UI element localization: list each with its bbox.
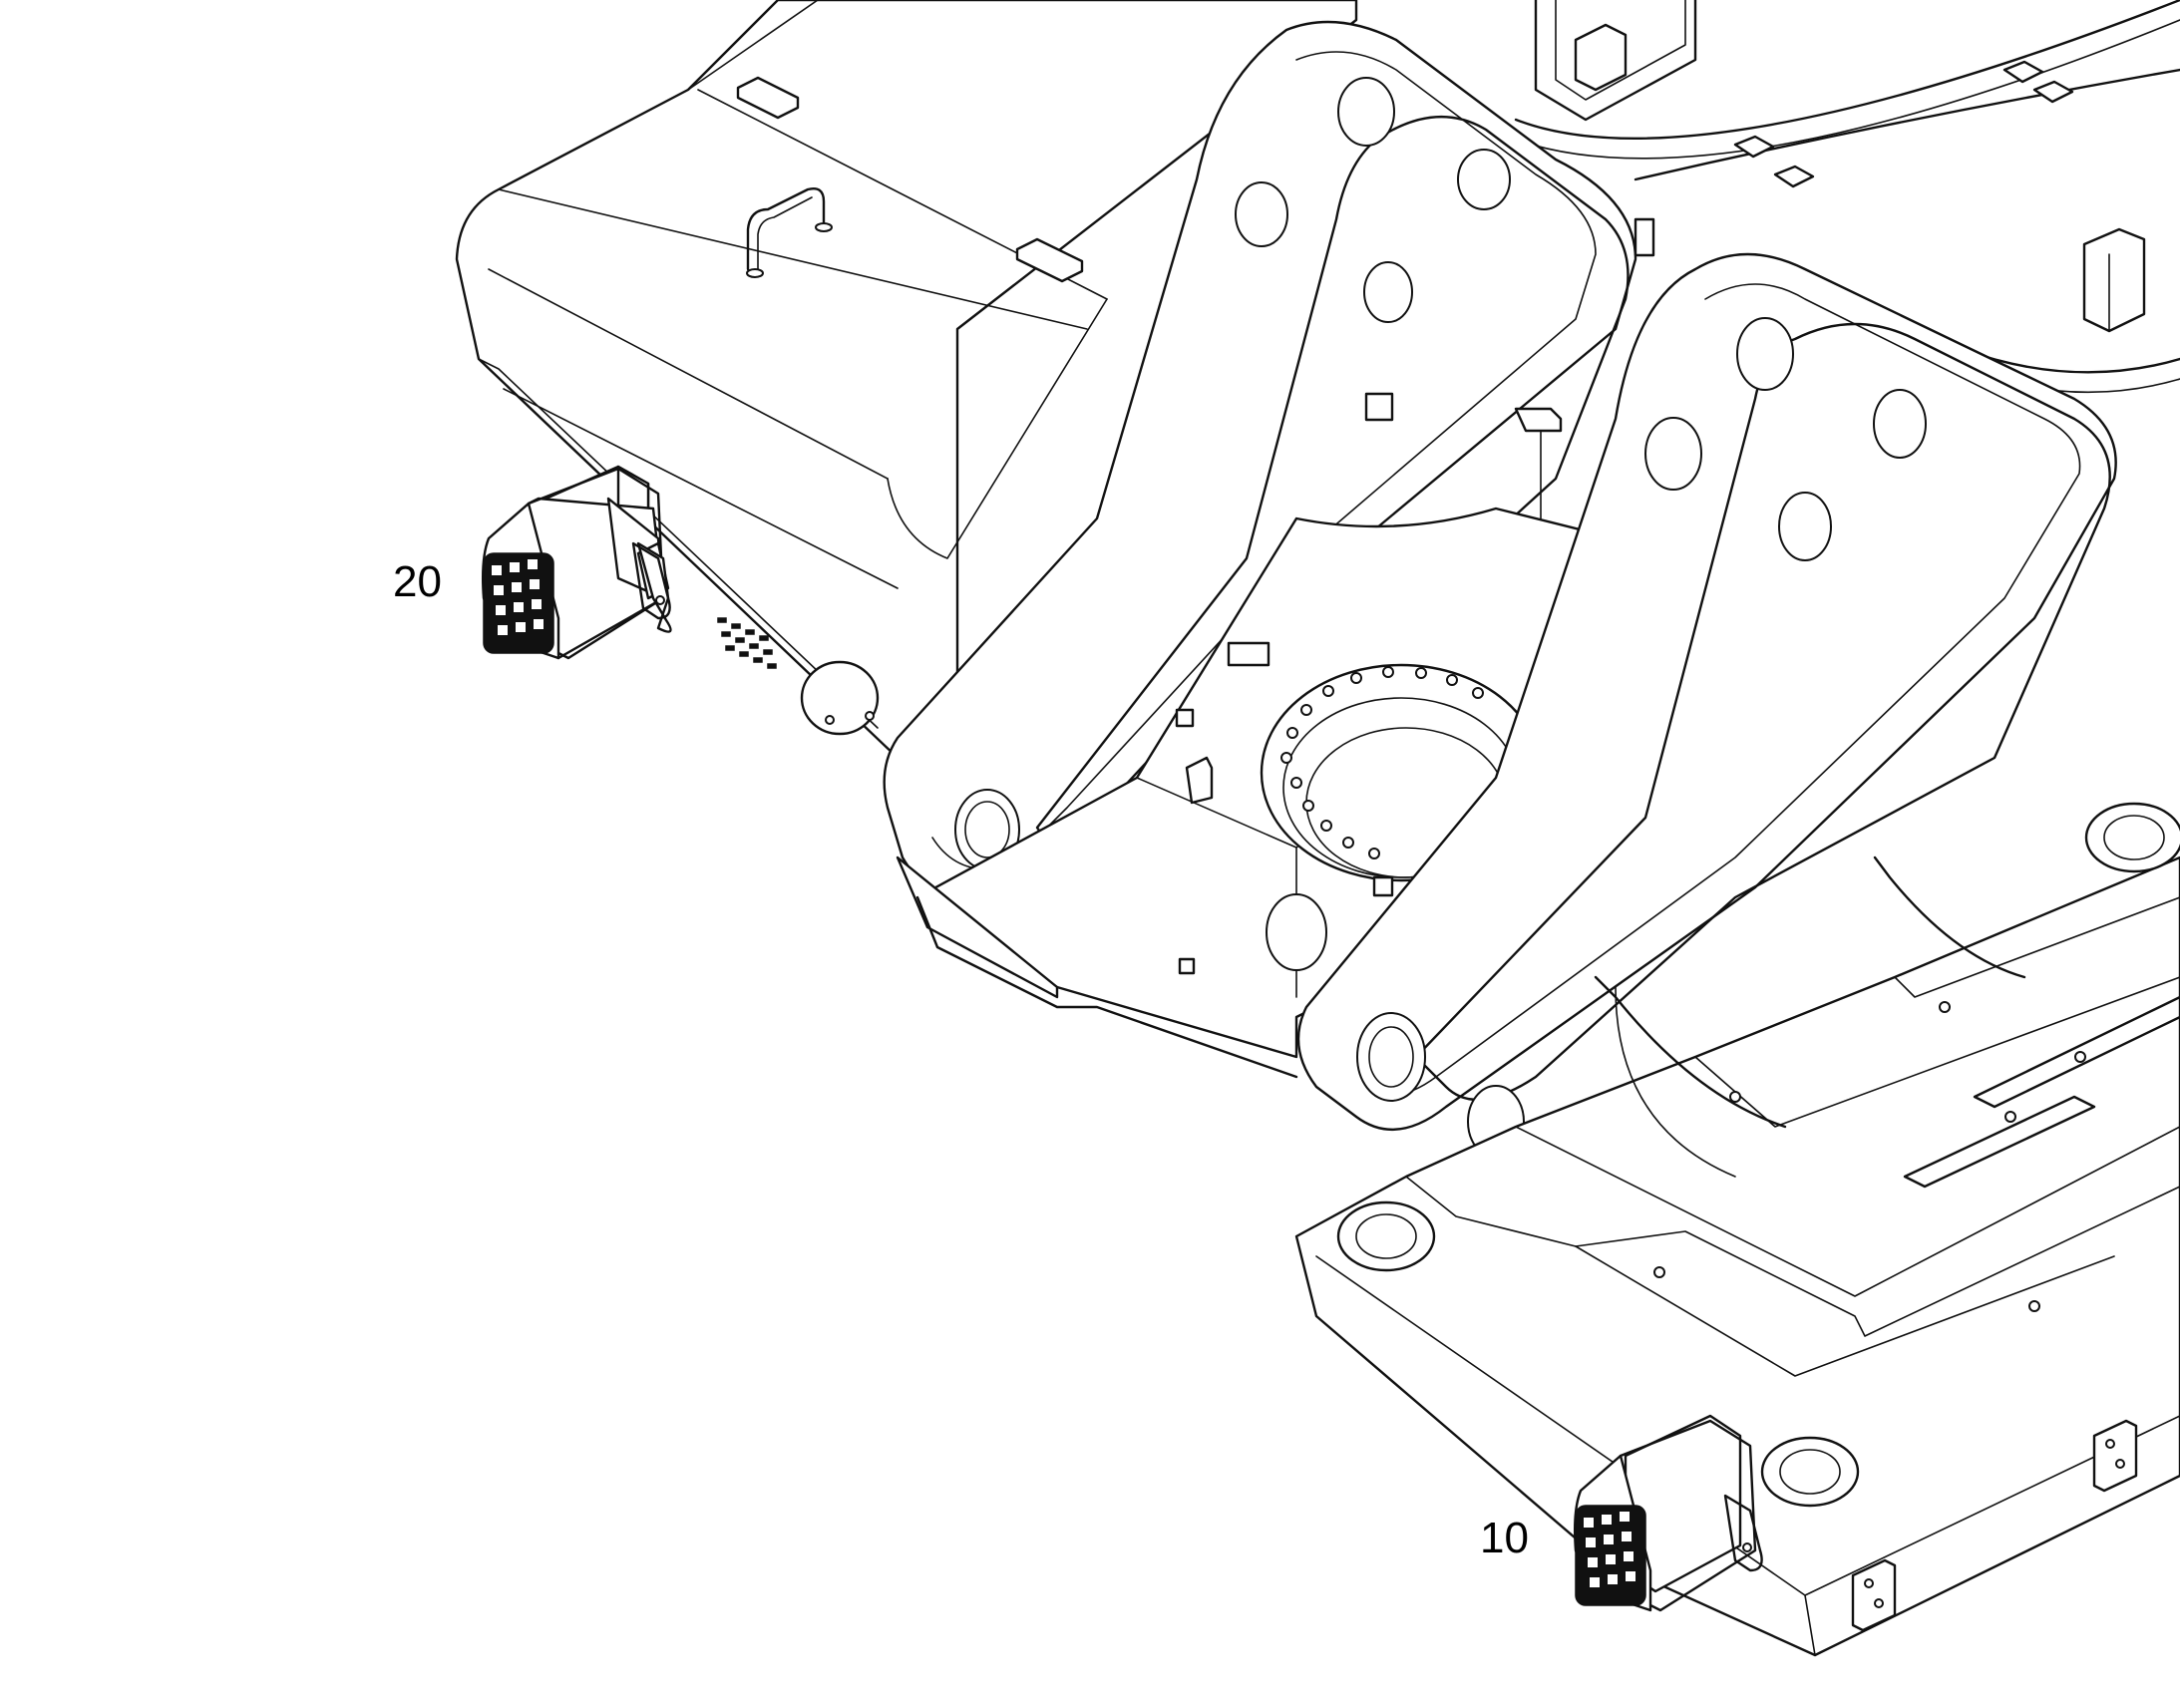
work-light-item-10[interactable] [1573, 1414, 1763, 1612]
lower-chassis-frame [1294, 802, 2180, 1657]
lens-grid-20 [483, 552, 554, 654]
hose-routing [1514, 0, 2180, 394]
vent-grid [717, 617, 777, 669]
callout-label-10: 10 [1480, 1514, 1529, 1562]
tank-assembly [455, 0, 1358, 760]
lens-grid-10 [1575, 1505, 1646, 1606]
callout-label-20: 20 [393, 557, 442, 606]
slew-ring-bolt-holes [1280, 666, 1484, 859]
work-light-item-20[interactable] [481, 465, 672, 660]
boom-mount-tower-right [1296, 252, 2117, 1159]
